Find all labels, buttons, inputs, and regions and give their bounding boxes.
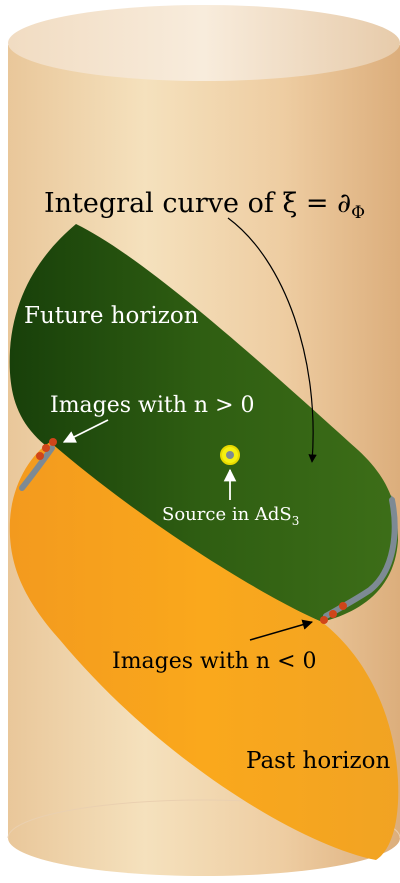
images-positive-arrow bbox=[62, 419, 109, 443]
source-point-center bbox=[226, 451, 234, 459]
images-negative-markers bbox=[320, 602, 347, 624]
label-images-positive: Images with n > 0 bbox=[50, 393, 255, 418]
label-integral-curve: Integral curve of ξ = ∂Φ bbox=[44, 188, 365, 223]
label-images-negative: Images with n < 0 bbox=[112, 649, 317, 674]
cylinder-top-cap bbox=[8, 5, 400, 81]
label-source: Source in AdS3 bbox=[162, 504, 299, 528]
label-future-horizon: Future horizon bbox=[24, 303, 199, 329]
future-horizon-surface bbox=[9, 224, 398, 622]
past-horizon-surface bbox=[9, 442, 399, 860]
integral-curve-front bbox=[19, 445, 55, 491]
integral-curve-arrow bbox=[227, 217, 317, 463]
images-positive-markers bbox=[36, 438, 57, 460]
images-negative-arrow bbox=[249, 619, 314, 641]
label-past-horizon: Past horizon bbox=[246, 748, 390, 774]
